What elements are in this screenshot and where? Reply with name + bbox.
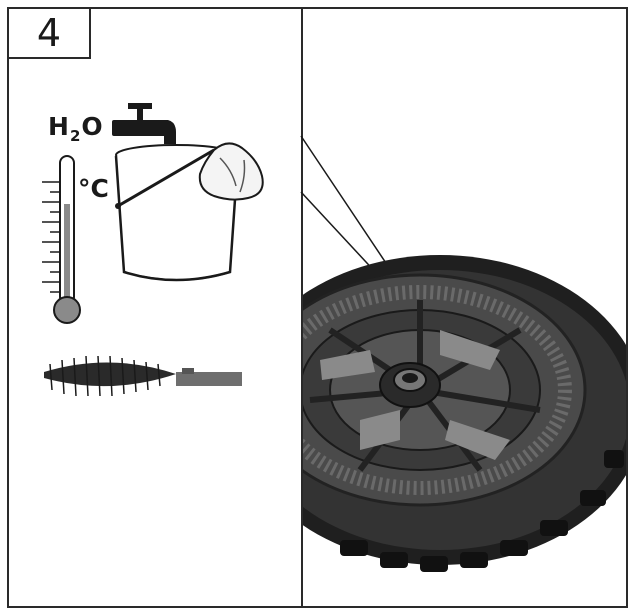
water-label-h: H <box>48 112 70 141</box>
cloth-icon <box>198 142 264 201</box>
water-label-o: O <box>81 112 104 141</box>
temperature-unit-label: °C <box>78 174 109 203</box>
wheel-image <box>303 255 626 572</box>
panel-divider <box>301 7 303 608</box>
water-label: H2O <box>48 112 104 145</box>
water-label-subscript: 2 <box>69 127 82 145</box>
faucet-icon <box>112 103 176 144</box>
thermometer-icon <box>42 155 81 324</box>
step-number: 4 <box>7 7 91 59</box>
brush-icon <box>44 355 242 397</box>
